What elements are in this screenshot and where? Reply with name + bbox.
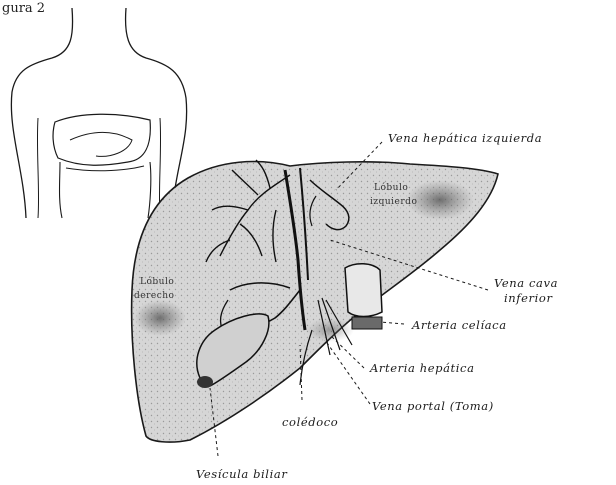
label-vena-portal: Vena portal (Toma) [372, 399, 494, 413]
torso-outline [11, 8, 72, 218]
torso-inset [11, 8, 186, 218]
label-coledoco: colédoco [282, 415, 338, 429]
leader-arteria-celiaca [380, 322, 404, 324]
leader-vena-portal [325, 340, 370, 404]
right-lobe-label-1: Lóbulo [140, 276, 174, 287]
label-vena-hepatica-izquierda: Vena hepática izquierda [388, 131, 542, 145]
figure-caption-fragment: gura 2 [2, 1, 45, 16]
label-arteria-celiaca: Arteria celíaca [411, 318, 507, 332]
left-lobe-label-2: izquierdo [370, 197, 417, 207]
label-arteria-hepatica: Arteria hepática [369, 361, 475, 375]
label-vesicula-biliar: Vesícula biliar [196, 467, 288, 481]
left-lobe-label-1: Lóbulo [374, 182, 408, 193]
celiac-artery [352, 317, 382, 329]
label-vena-cava-2: inferior [504, 291, 553, 305]
shading-right [134, 300, 186, 336]
right-lobe-label-2: derecho [134, 291, 174, 301]
label-vena-cava-1: Vena cava [494, 276, 558, 290]
inferior-vena-cava [345, 264, 382, 317]
liver-in-torso [53, 114, 150, 165]
